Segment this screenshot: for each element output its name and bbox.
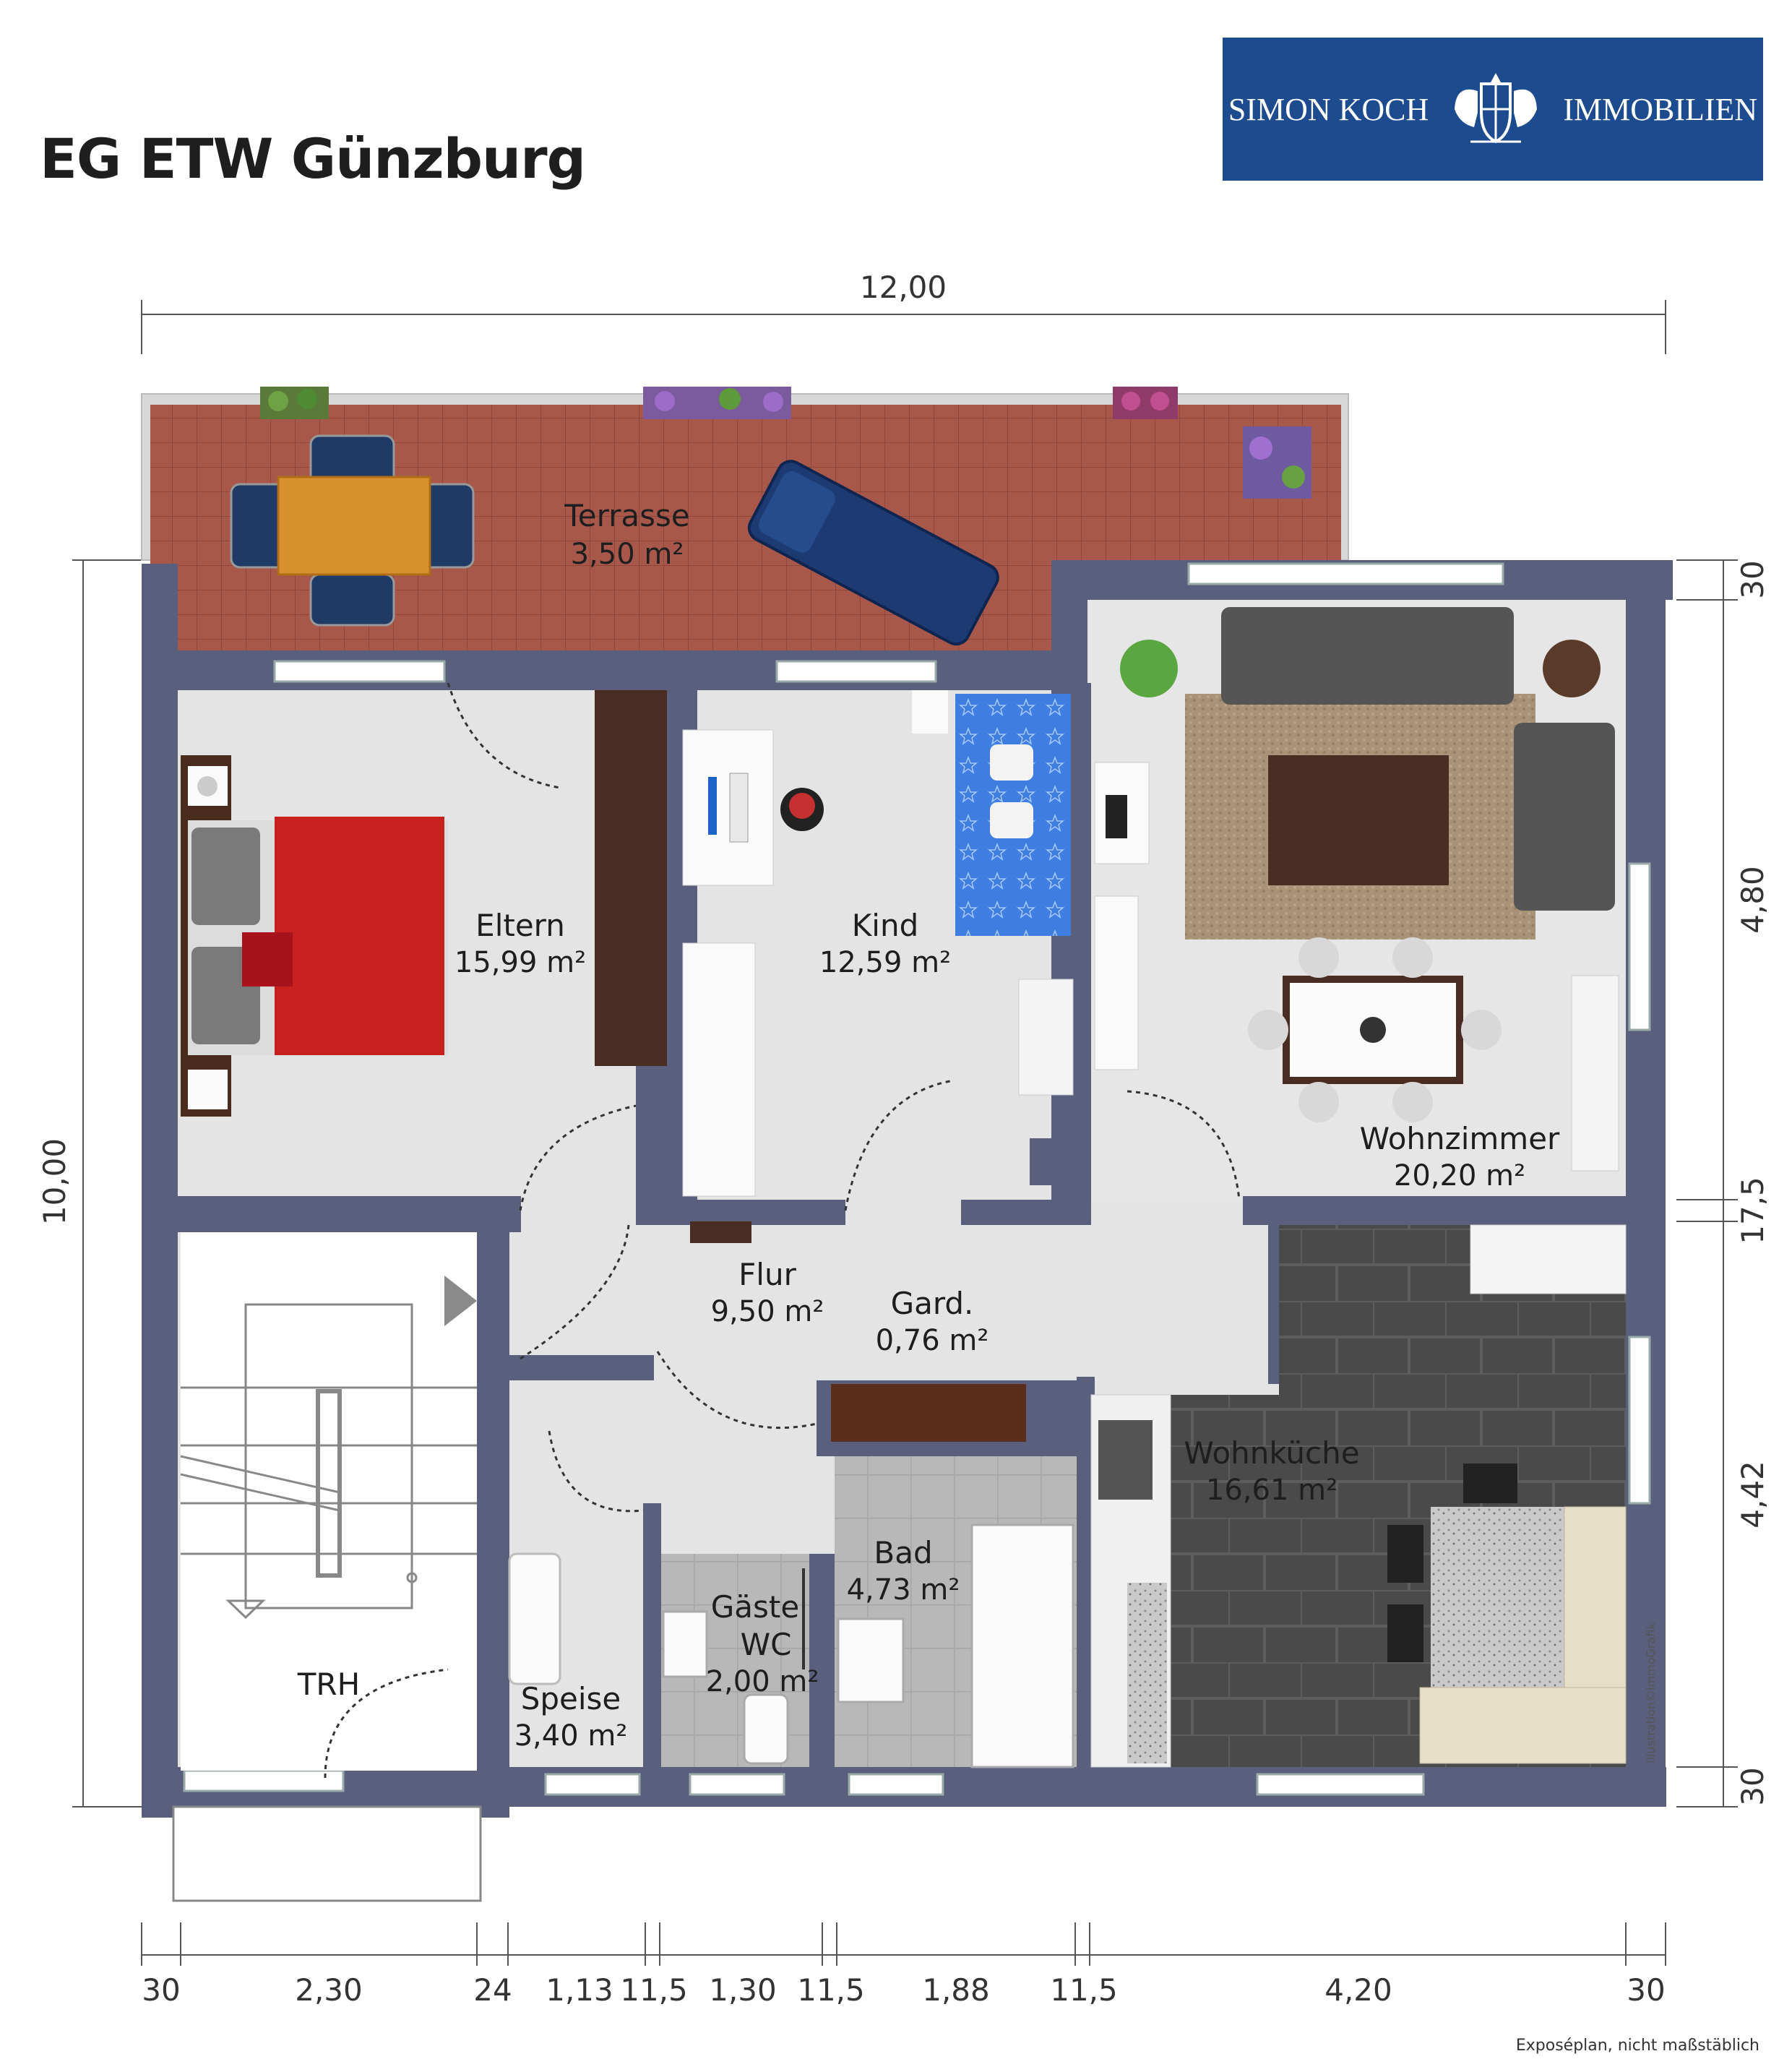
- room-area-wohnkueche: 16,61 m²: [1206, 1474, 1337, 1507]
- windows: [183, 562, 1651, 1796]
- dim-bottom-3: 1,13: [546, 1972, 613, 2008]
- plant-icon: [1120, 640, 1178, 697]
- double-bed-icon: [188, 817, 448, 1055]
- dim-right-0: 30: [1735, 560, 1770, 598]
- illustration-credit: illustration©immoGrafik: [1644, 1622, 1658, 1763]
- room-name-bad: Bad: [874, 1535, 932, 1570]
- tv-icon: [1106, 795, 1127, 838]
- dining-table-icon: [1248, 937, 1502, 1122]
- parents-bedroom: Eltern 15,99 m²: [181, 690, 667, 1117]
- wc-sink-icon: [662, 1610, 708, 1678]
- room-area-gard: 0,76 m²: [876, 1324, 989, 1357]
- wardrobe-icon: [831, 1384, 1026, 1442]
- living-room: Wohnzimmer 20,20 m²: [1094, 607, 1619, 1192]
- brand-logo: SIMON KOCH IMMOBILIEN: [1223, 38, 1763, 181]
- crest-icon: [1442, 69, 1550, 149]
- dim-right-2: 17,5: [1735, 1177, 1770, 1245]
- toilet-icon: [743, 1693, 789, 1765]
- entrance-arrow-icon: [444, 1276, 477, 1326]
- door-swings: [324, 682, 1241, 1779]
- pantry: Speise 3,40 m²: [508, 1552, 628, 1753]
- dimension-bottom: 30 2,30 24 1,13 11,5 1,30 11,5 1,88 11,5…: [141, 1922, 1666, 2008]
- dim-right-4: 30: [1735, 1767, 1770, 1805]
- kitchen: Wohnküche 16,61 m² illustration©immoGraf…: [1090, 1224, 1658, 1768]
- room-name-gard: Gard.: [891, 1286, 974, 1321]
- room-name-kind: Kind: [852, 908, 919, 943]
- dim-bottom-6: 11,5: [797, 1972, 865, 2008]
- room-area-speise: 3,40 m²: [514, 1719, 628, 1753]
- room-name-wohnkueche: Wohnküche: [1184, 1435, 1359, 1471]
- room-name-wohnzimmer: Wohnzimmer: [1360, 1121, 1560, 1156]
- sun-lounger-icon: [747, 460, 999, 646]
- room-name-wc: WC: [741, 1627, 792, 1662]
- child-room: Kind 12,59 m²: [682, 690, 1074, 1197]
- dim-bottom-9: 4,20: [1324, 1972, 1392, 2008]
- room-name-gaeste: Gäste: [711, 1589, 799, 1625]
- dim-bottom-5: 1,30: [709, 1972, 777, 2008]
- room-area-eltern: 15,99 m²: [455, 946, 586, 979]
- room-name-terrasse: Terrasse: [564, 498, 690, 533]
- room-area-bad: 4,73 m²: [847, 1573, 960, 1607]
- bathroom: Bad 4,73 m²: [835, 1456, 1077, 1768]
- room-name-flur: Flur: [738, 1257, 796, 1292]
- terrace-dining-set-icon: [230, 434, 475, 627]
- dim-bottom-8: 11,5: [1050, 1972, 1118, 2008]
- guest-wc: Gäste WC 2,00 m²: [661, 1554, 819, 1767]
- page-title: EG ETW Günzburg: [40, 126, 586, 191]
- room-area-gaeste-wc: 2,00 m²: [706, 1665, 819, 1698]
- room-area-flur: 9,50 m²: [711, 1295, 824, 1328]
- kitchen-island-icon: [1387, 1463, 1627, 1764]
- dim-bottom-0: 30: [142, 1972, 180, 2008]
- sofa-icon: [1221, 607, 1615, 911]
- dim-bottom-2: 24: [473, 1972, 512, 2008]
- room-name-eltern: Eltern: [475, 908, 565, 943]
- room-area-kind: 12,59 m²: [819, 946, 951, 979]
- dim-right-1: 4,80: [1735, 866, 1770, 934]
- dimension-right: 30 4,80 17,5 4,42 30: [1676, 559, 1770, 1807]
- room-area-terrasse: 3,50 m²: [571, 538, 684, 571]
- dim-right-3: 4,42: [1735, 1461, 1770, 1529]
- oven-icon: [1098, 1420, 1153, 1500]
- dimension-left: 10,00: [37, 559, 145, 1807]
- dimension-top: 12,00: [141, 270, 1666, 354]
- sink-icon: [837, 1617, 905, 1703]
- hallway: Flur 9,50 m² Gard. 0,76 m²: [690, 1221, 1026, 1442]
- single-bed-icon: [955, 694, 1071, 936]
- dim-bottom-1: 2,30: [295, 1972, 363, 2008]
- dim-left-height: 10,00: [37, 1138, 72, 1225]
- planter-icon: [260, 387, 1311, 499]
- dim-top-width: 12,00: [860, 270, 947, 305]
- brand-name-right: IMMOBILIEN: [1563, 91, 1758, 127]
- room-area-wohnzimmer: 20,20 m²: [1394, 1159, 1525, 1192]
- room-name-trh: TRH: [297, 1667, 360, 1702]
- footnote: Exposéplan, nicht maßstäblich: [1515, 2037, 1759, 2055]
- coffee-table-icon: [1268, 755, 1449, 885]
- dim-bottom-4: 11,5: [620, 1972, 688, 2008]
- dim-bottom-10: 30: [1627, 1972, 1665, 2008]
- stairwell: TRH: [172, 1232, 482, 1902]
- room-name-speise: Speise: [521, 1681, 621, 1716]
- dim-bottom-7: 1,88: [922, 1972, 990, 2008]
- bathtub-icon: [970, 1523, 1074, 1768]
- brand-name-left: SIMON KOCH: [1228, 91, 1429, 127]
